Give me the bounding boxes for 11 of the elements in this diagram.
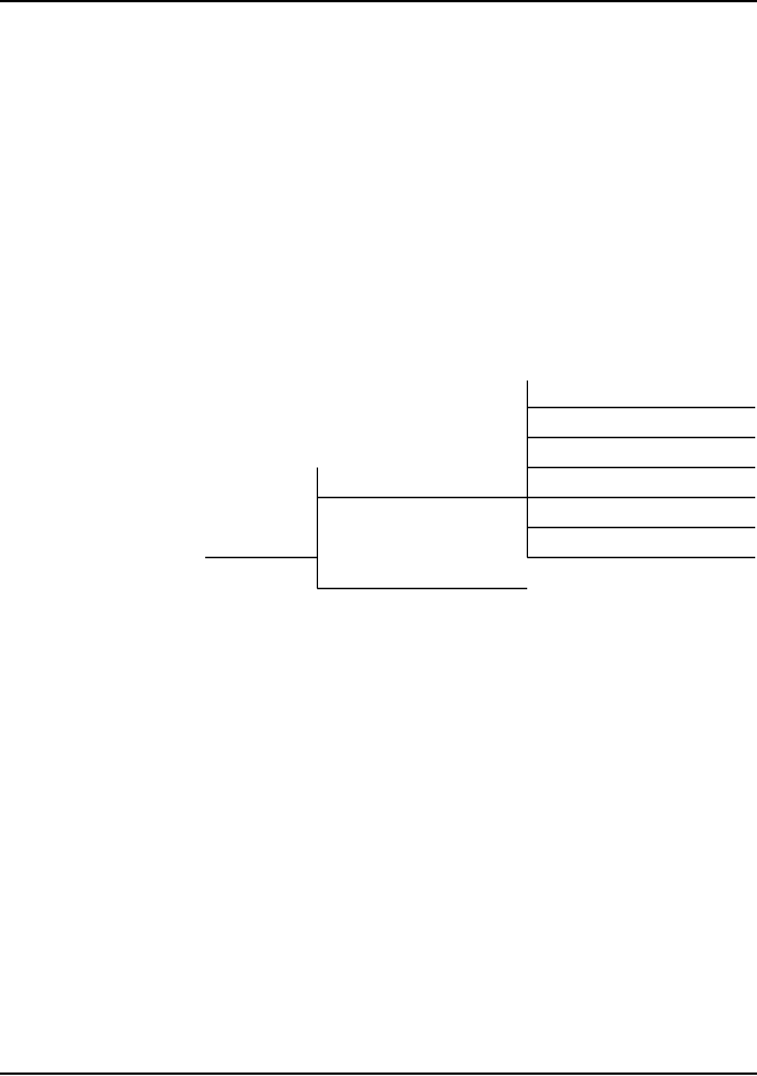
- branch-line: [317, 496, 528, 499]
- branch-line: [527, 556, 756, 559]
- branch-line: [317, 587, 528, 590]
- branch-line: [527, 496, 756, 499]
- branch-line: [205, 556, 318, 559]
- bracket-line: [526, 379, 529, 559]
- branch-line: [527, 526, 756, 529]
- branch-line: [527, 466, 756, 469]
- branch-line: [527, 436, 756, 439]
- bracket-line: [316, 466, 319, 590]
- branch-line: [527, 406, 756, 409]
